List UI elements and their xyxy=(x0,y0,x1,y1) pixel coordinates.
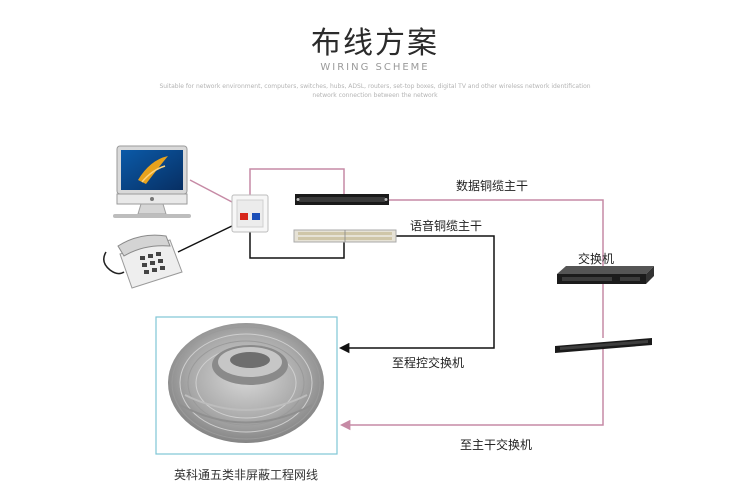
cable-coil-image xyxy=(155,316,338,455)
to-main-switch-label: 至主干交换机 xyxy=(460,438,533,452)
page-title: 布线方案 xyxy=(311,26,439,61)
data-patch-panel-icon xyxy=(295,194,389,205)
network-switch-icon xyxy=(557,266,654,284)
computer-icon xyxy=(113,145,191,218)
connection-lines xyxy=(177,168,604,431)
voice-patch-panel-icon xyxy=(293,229,397,243)
socket-to-voice-panel-line xyxy=(249,232,345,259)
voice-backbone-line xyxy=(338,235,495,354)
cable-caption: 英科通五类非屏蔽工程网线 xyxy=(173,468,318,482)
lower-patch-panel-icon xyxy=(555,338,652,353)
switch-label: 交换机 xyxy=(578,252,615,266)
page-description: Suitable for network environment, comput… xyxy=(159,83,591,99)
wall-socket-icon xyxy=(231,194,269,233)
data-backbone-line xyxy=(389,199,604,266)
page-subtitle: WIRING SCHEME xyxy=(320,62,430,73)
to-main-switch-line xyxy=(339,348,604,431)
phone-to-socket-line xyxy=(177,224,235,253)
data-backbone-label: 数据铜缆主干 xyxy=(456,179,529,193)
to-pbx-label: 至程控交换机 xyxy=(392,356,465,370)
telephone-icon xyxy=(103,234,183,289)
computer-to-socket-line xyxy=(189,179,233,203)
voice-backbone-label: 语音铜缆主干 xyxy=(410,219,483,233)
socket-to-data-panel-line xyxy=(249,168,345,195)
